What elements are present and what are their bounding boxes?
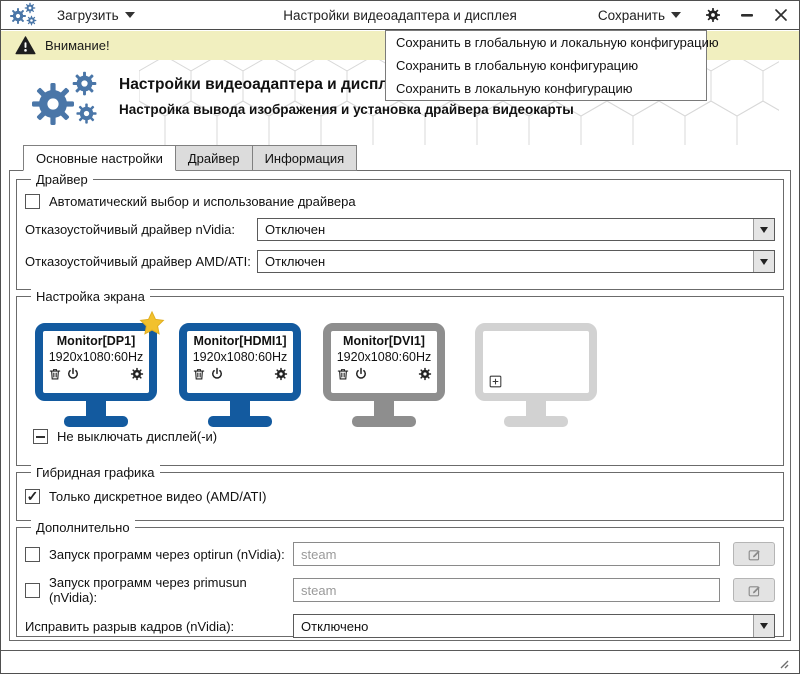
monitor-stand xyxy=(179,401,301,427)
optirun-label: Запуск программ через optirun (nVidia): xyxy=(49,546,285,562)
monitor-list: Monitor[DP1] 1920x1080:60Hz Monitor[HD xyxy=(25,309,775,427)
monitor-card-dp1[interactable]: Monitor[DP1] 1920x1080:60Hz xyxy=(35,323,157,427)
power-monitor-icon[interactable] xyxy=(354,367,368,381)
monitor-card-add[interactable] xyxy=(475,323,597,427)
page-subtitle: Настройка вывода изображения и установка… xyxy=(119,102,574,117)
warning-text: Внимание! xyxy=(45,38,110,53)
edit-pencil-icon xyxy=(747,547,762,562)
primusun-label: Запуск программ через primusun (nVidia): xyxy=(49,575,247,605)
nvidia-failsafe-value: Отключен xyxy=(265,222,326,237)
driver-group-title: Драйвер xyxy=(31,172,93,187)
keep-displays-on-checkbox[interactable] xyxy=(33,429,48,444)
primary-star-icon xyxy=(138,310,166,338)
power-monitor-icon[interactable] xyxy=(66,367,80,381)
save-menu-item-local[interactable]: Сохранить в локальную конфигурацию xyxy=(396,81,633,96)
page-title: Настройки видеоадаптера и дисплея xyxy=(119,76,406,93)
monitor-card-dvi1[interactable]: Monitor[DVI1] 1920x1080:60Hz xyxy=(323,323,445,427)
tearing-fix-label: Исправить разрыв кадров (nVidia): xyxy=(25,618,235,634)
driver-group: Драйвер Автоматический выбор и использов… xyxy=(16,172,784,290)
monitor-stand xyxy=(475,401,597,427)
optirun-command-input[interactable] xyxy=(293,542,720,566)
primusun-edit-button[interactable] xyxy=(733,578,775,602)
amd-failsafe-select[interactable]: Отключен xyxy=(257,250,775,273)
auto-driver-checkbox[interactable] xyxy=(25,194,40,209)
optirun-checkbox[interactable] xyxy=(25,546,40,562)
monitor-stand xyxy=(323,401,445,427)
monitor-resolution: 1920x1080:60Hz xyxy=(336,350,432,364)
nvidia-failsafe-select[interactable]: Отключен xyxy=(257,218,775,241)
hybrid-group: Гибридная графика Только дискретное виде… xyxy=(16,465,784,521)
monitor-name: Monitor[DP1] xyxy=(56,334,136,348)
add-monitor-icon[interactable] xyxy=(488,374,503,389)
discrete-video-label: Только дискретное видео (AMD/ATI) xyxy=(49,489,267,504)
discrete-video-checkbox[interactable] xyxy=(25,489,40,504)
load-button-label: Загрузить xyxy=(57,7,119,23)
delete-monitor-icon[interactable] xyxy=(336,367,350,381)
primusun-checkbox[interactable] xyxy=(25,582,40,598)
delete-monitor-icon[interactable] xyxy=(48,367,62,381)
tab-content: Драйвер Автоматический выбор и использов… xyxy=(9,170,791,641)
nvidia-failsafe-label: Отказоустойчивый драйвер nVidia: xyxy=(25,222,235,237)
amd-failsafe-label: Отказоустойчивый драйвер AMD/ATI: xyxy=(25,254,251,269)
monitor-settings-icon[interactable] xyxy=(130,367,144,381)
monitor-card-hdmi1[interactable]: Monitor[HDMI1] 1920x1080:60Hz xyxy=(179,323,301,427)
extra-group: Дополнительно Запуск программ через opti… xyxy=(16,520,784,638)
monitor-name: Monitor[HDMI1] xyxy=(193,334,287,348)
keep-displays-on-label: Не выключать дисплей(-и) xyxy=(57,429,218,444)
close-button[interactable] xyxy=(771,5,791,25)
tab-driver[interactable]: Драйвер xyxy=(175,145,253,171)
chevron-down-icon xyxy=(124,12,135,18)
warning-icon xyxy=(15,36,36,55)
tab-information[interactable]: Информация xyxy=(252,145,358,171)
toolbar: Загрузить Настройки видеоадаптера и дисп… xyxy=(1,1,799,30)
save-button-label: Сохранить xyxy=(597,7,665,23)
screen-group: Настройка экрана Monitor[DP1] 1920x1080:… xyxy=(16,289,784,466)
dropdown-arrow-icon[interactable] xyxy=(753,251,774,272)
extra-group-title: Дополнительно xyxy=(31,520,135,535)
save-menu-item-global-and-local[interactable]: Сохранить в глобальную и локальную конфи… xyxy=(396,35,719,50)
monitor-settings-icon[interactable] xyxy=(418,367,432,381)
edit-pencil-icon xyxy=(747,583,762,598)
resize-grip[interactable] xyxy=(775,657,789,669)
status-bar xyxy=(1,650,799,673)
minimize-button[interactable] xyxy=(737,5,757,25)
optirun-edit-button[interactable] xyxy=(733,542,775,566)
keep-displays-on-row: Не выключать дисплей(-и) xyxy=(33,429,775,444)
dropdown-arrow-icon[interactable] xyxy=(753,219,774,240)
primusun-command-input[interactable] xyxy=(293,578,720,602)
tearing-fix-value: Отключено xyxy=(301,618,369,634)
monitor-resolution: 1920x1080:60Hz xyxy=(192,350,288,364)
monitor-stand xyxy=(35,401,157,427)
amd-failsafe-value: Отключен xyxy=(265,254,326,269)
hybrid-group-title: Гибридная графика xyxy=(31,465,160,480)
tab-bar: Основные настройки Драйвер Информация xyxy=(23,145,358,171)
auto-driver-label: Автоматический выбор и использование дра… xyxy=(49,194,356,209)
tearing-fix-select[interactable]: Отключено xyxy=(293,614,775,638)
tab-main-settings[interactable]: Основные настройки xyxy=(23,145,176,171)
settings-gear-button[interactable] xyxy=(703,5,723,25)
app-logo-gears-icon xyxy=(9,2,39,28)
save-menu: Сохранить в глобальную и локальную конфи… xyxy=(385,30,719,101)
dropdown-arrow-icon[interactable] xyxy=(753,615,774,637)
load-button[interactable]: Загрузить xyxy=(49,4,143,27)
gears-illustration-icon xyxy=(29,70,101,136)
monitor-resolution: 1920x1080:60Hz xyxy=(48,350,144,364)
screen-group-title: Настройка экрана xyxy=(31,289,150,304)
delete-monitor-icon[interactable] xyxy=(192,367,206,381)
monitor-settings-icon[interactable] xyxy=(274,367,288,381)
save-button[interactable]: Сохранить xyxy=(590,4,689,27)
chevron-down-icon xyxy=(671,12,681,18)
save-menu-item-global[interactable]: Сохранить в глобальную конфигурацию xyxy=(396,58,639,73)
monitor-name: Monitor[DVI1] xyxy=(343,334,425,348)
power-monitor-icon[interactable] xyxy=(210,367,224,381)
